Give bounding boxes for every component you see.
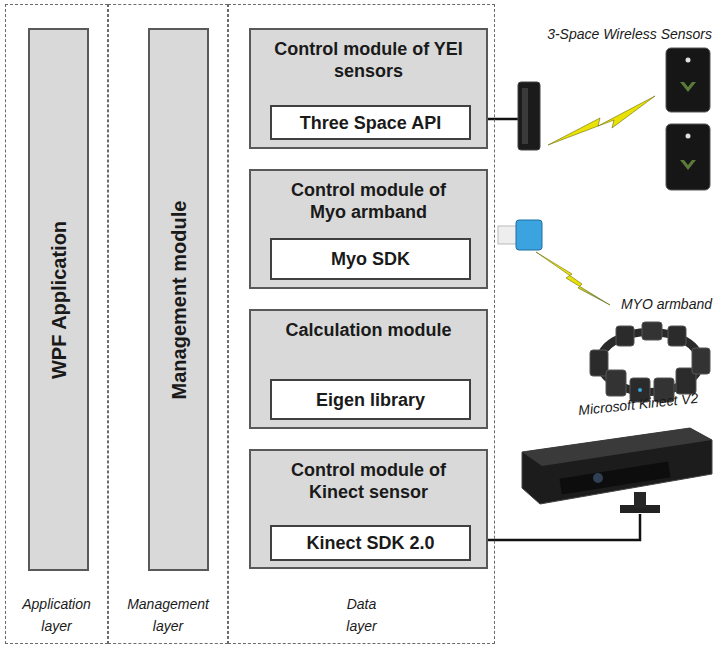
yei-sensor	[666, 48, 710, 190]
module-label: Management module	[167, 200, 190, 399]
layer-band: WPF ApplicationApplication layer	[5, 4, 108, 644]
library-label: Myo SDK	[331, 249, 410, 270]
layer-band: Three Space API Control module of YEI sen…	[228, 4, 495, 644]
module-box: Eigen library Calculation module	[249, 309, 488, 429]
wireless-bolt	[548, 96, 655, 145]
library-label: Three Space API	[300, 112, 441, 133]
device-label: 3-Space Wireless Sensors	[547, 26, 712, 42]
layer-band: Management moduleManagement layer	[108, 4, 228, 644]
module-box: Three Space API Control module of YEI sen…	[249, 28, 488, 149]
kinect-sensor	[522, 428, 712, 513]
library-box: Myo SDK	[270, 238, 471, 280]
layer-label: Data layer	[332, 593, 392, 637]
module-title: Control module of Kinect sensor	[274, 459, 464, 503]
library-box: Eigen library	[270, 379, 471, 420]
module-title: Calculation module	[274, 319, 464, 341]
wireless-bolt	[536, 252, 610, 305]
yei-dongle	[518, 82, 540, 150]
vertical-module-box: WPF Application	[28, 28, 89, 571]
layer-label: Application layer	[12, 593, 102, 637]
myo-dongle	[498, 220, 542, 250]
module-box: Kinect SDK 2.0 Control module of Kinect s…	[249, 449, 488, 569]
device-label: MYO armband	[621, 296, 712, 312]
library-box: Kinect SDK 2.0	[270, 525, 471, 561]
layer-label: Management layer	[116, 593, 220, 637]
wire	[470, 514, 640, 540]
module-label: WPF Application	[47, 220, 70, 378]
library-box: Three Space API	[270, 105, 471, 140]
vertical-module-box: Management module	[148, 28, 209, 571]
module-title: Control module of YEI sensors	[274, 38, 464, 82]
library-label: Eigen library	[316, 389, 425, 410]
module-title: Control module of Myo armband	[274, 179, 464, 223]
module-box: Myo SDK Control module of Myo armband	[249, 169, 488, 289]
library-label: Kinect SDK 2.0	[306, 533, 434, 554]
